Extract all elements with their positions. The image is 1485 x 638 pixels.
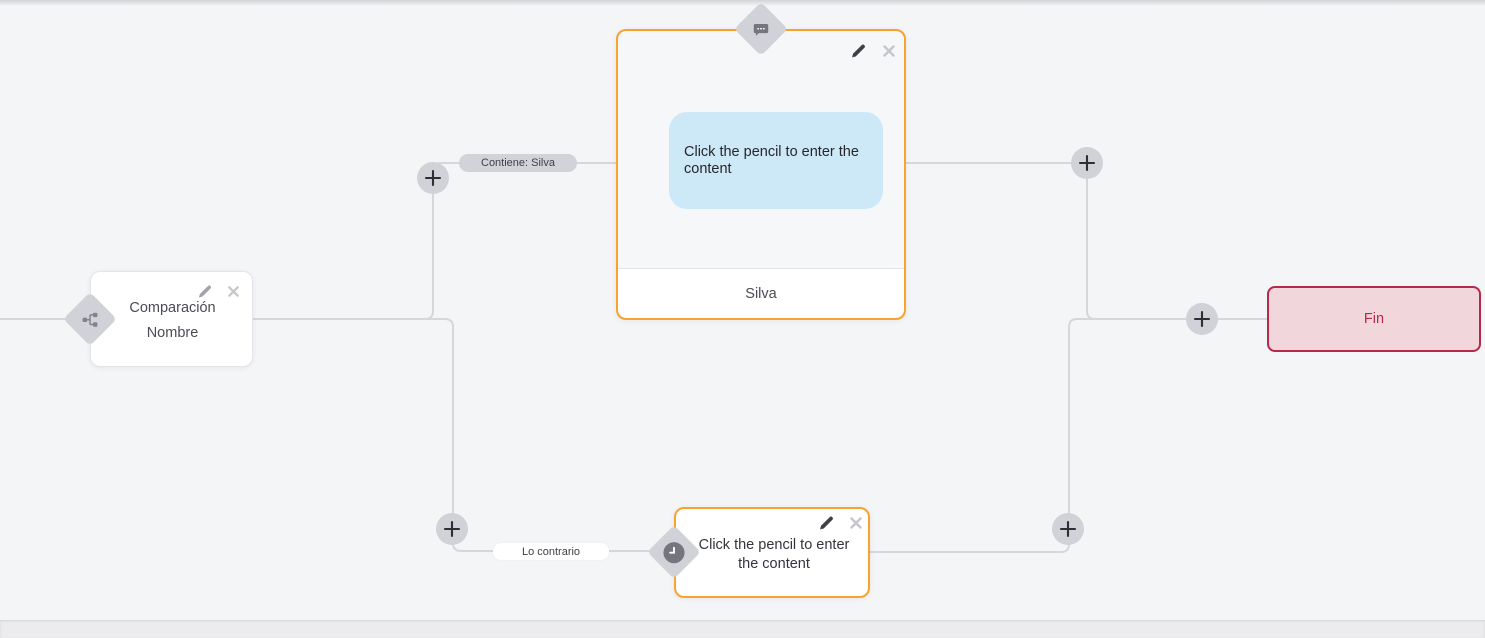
plus-icon xyxy=(443,520,461,538)
pencil-icon xyxy=(819,516,833,529)
message-node-footer: Silva xyxy=(618,268,904,318)
add-node-button-top-left[interactable] xyxy=(417,162,449,194)
close-icon xyxy=(228,286,239,297)
add-node-button-bottom-left[interactable] xyxy=(436,513,468,545)
message-preview-text: Click the pencil to enter the content xyxy=(684,143,859,177)
plus-icon xyxy=(1059,520,1077,538)
delete-node-button[interactable] xyxy=(225,283,242,300)
plus-icon xyxy=(1078,154,1096,172)
message-node-type-diamond xyxy=(734,2,788,56)
edge-message-to-end xyxy=(905,162,1268,320)
chat-bubble-icon xyxy=(753,23,769,36)
close-icon xyxy=(882,44,895,57)
message-node[interactable]: Click the pencil to enter the content Si… xyxy=(616,29,906,320)
branch-split-icon xyxy=(82,311,98,327)
edge-label-otherwise-text: Lo contrario xyxy=(521,545,581,558)
edit-node-button[interactable] xyxy=(849,42,866,59)
clock-icon xyxy=(663,541,685,563)
delete-node-button[interactable] xyxy=(847,514,864,531)
add-node-button-bottom-right[interactable] xyxy=(1052,513,1084,545)
condition-node-title: Comparación Nombre xyxy=(91,296,254,346)
condition-node-line2: Nombre xyxy=(146,325,199,341)
edit-node-button[interactable] xyxy=(817,514,834,531)
edge-label-contains[interactable]: Contiene: Silva xyxy=(459,154,577,172)
add-node-button-before-end[interactable] xyxy=(1186,303,1218,335)
delete-node-button[interactable] xyxy=(880,42,897,59)
clock-node-type-diamond xyxy=(647,525,701,579)
edge-label-otherwise[interactable]: Lo contrario xyxy=(493,543,609,560)
pencil-icon xyxy=(198,285,211,298)
plus-icon xyxy=(424,169,442,187)
edit-node-button[interactable] xyxy=(196,283,213,300)
top-shadow xyxy=(0,0,1485,6)
clock-node-placeholder: Click the pencil to enter the content xyxy=(698,537,850,572)
clock-node[interactable]: Click the pencil to enter the content xyxy=(674,507,870,598)
add-node-button-top-right[interactable] xyxy=(1071,147,1103,179)
message-preview-bubble: Click the pencil to enter the content xyxy=(669,112,883,209)
condition-node-line1: Comparación xyxy=(129,300,216,316)
message-node-name: Silva xyxy=(745,285,777,302)
plus-icon xyxy=(1193,310,1211,328)
condition-node-type-diamond xyxy=(63,292,117,346)
end-node-label: Fin xyxy=(1363,311,1385,327)
close-icon xyxy=(849,516,862,529)
edge-label-contains-text: Contiene: Silva xyxy=(481,157,555,169)
edge-condition-to-clock xyxy=(253,318,652,552)
end-node[interactable]: Fin xyxy=(1267,286,1481,352)
bottom-strip xyxy=(0,620,1485,638)
pencil-icon xyxy=(851,44,865,57)
edge-clock-to-end xyxy=(868,318,1268,553)
